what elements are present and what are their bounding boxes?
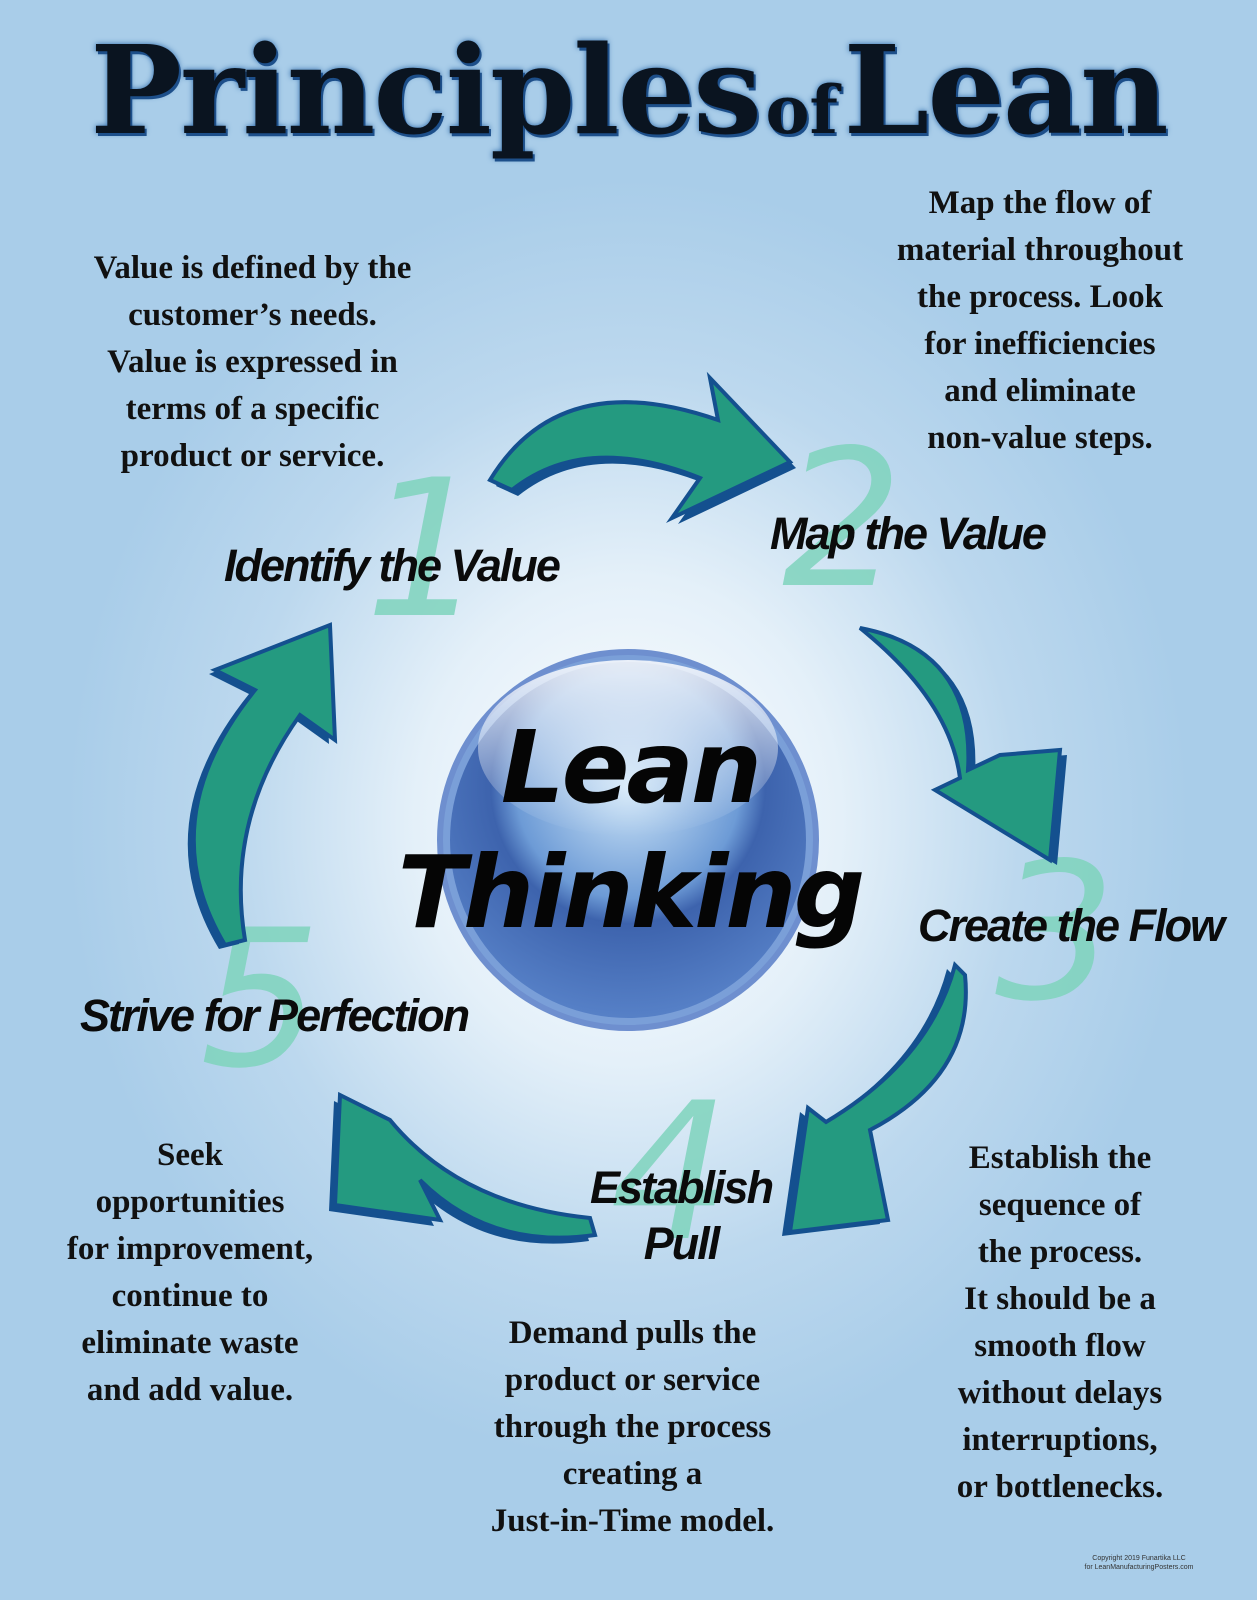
step-3-label: Create the Flow (918, 900, 1225, 951)
arrow-5-to-1 (187, 622, 338, 949)
copyright-line-1: Copyright 2019 Funartika LLC (1092, 1555, 1186, 1562)
title-main: Principles (90, 18, 762, 162)
step-1-number: 1 (365, 439, 486, 660)
arrow-1-to-2 (487, 371, 796, 524)
step-3-description: Establish the sequence of the process. I… (956, 1140, 1164, 1505)
title-connector: of (765, 71, 838, 149)
step-2-number: 2 (782, 409, 903, 630)
step-1-description: Value is defined by the customer’s needs… (93, 250, 412, 474)
center-line-1: Lean (500, 709, 762, 826)
center-orb (437, 649, 819, 1031)
step-2-label: Map the Value (770, 508, 1047, 559)
step-3-number: 3 (995, 822, 1116, 1043)
page-title: Principles of Lean (0, 18, 1257, 162)
step-2-description: Map the flow of material throughout the … (896, 185, 1184, 456)
center-label: Lean Thinking (380, 705, 880, 955)
copyright: Copyright 2019 Funartika LLC for LeanMan… (1049, 1554, 1229, 1572)
step-4-number: 4 (610, 1062, 731, 1283)
arrow-4-to-5 (329, 1091, 598, 1244)
step-4-label: Establish Pull (590, 1162, 774, 1269)
center-line-2: Thinking (397, 834, 865, 951)
arrow-3-to-4 (782, 961, 968, 1236)
title-end: Lean (843, 18, 1169, 162)
step-5-description: Seek opportunities for improvement, cont… (66, 1137, 314, 1408)
step-4-description: Demand pulls the product or service thro… (490, 1315, 775, 1539)
step-5-label: Strive for Perfection (80, 990, 470, 1041)
arrow-2-to-3 (858, 626, 1067, 865)
step-1-label: Identify the Value (224, 540, 561, 591)
copyright-line-2: for LeanManufacturingPosters.com (1084, 1564, 1194, 1571)
